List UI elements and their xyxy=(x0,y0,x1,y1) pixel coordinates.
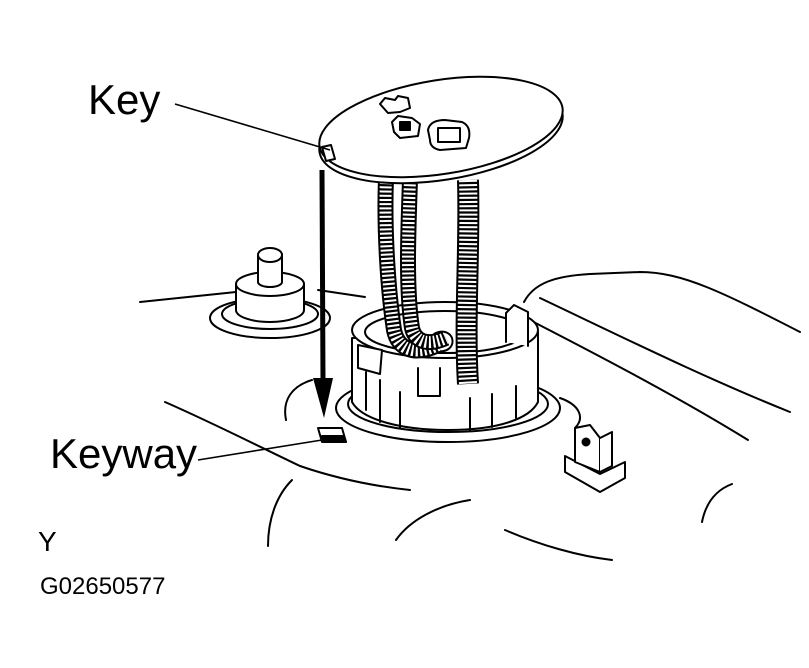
keyway-leader-line xyxy=(197,439,323,461)
connector-large xyxy=(427,119,471,151)
tank-raised-panel-top xyxy=(523,271,801,333)
key-leader-line xyxy=(174,103,331,151)
cap-knob-top xyxy=(257,247,283,263)
tank-top-edge-center xyxy=(317,289,366,298)
tank-top-edge-left xyxy=(139,291,237,303)
hose-middle-outline xyxy=(400,179,450,351)
corrugated-hoses xyxy=(377,177,480,385)
housing-front-tab xyxy=(417,367,441,397)
arrow-head xyxy=(313,378,333,418)
keyway-slot-shadow xyxy=(321,435,347,443)
tank-contour-lower-right xyxy=(504,529,613,561)
tank-slope-left xyxy=(164,401,301,467)
bracket-side xyxy=(599,431,613,473)
tank-body xyxy=(139,271,801,561)
tank-slope-center xyxy=(299,465,411,491)
hose-right-ribs xyxy=(457,179,478,385)
pump-flange xyxy=(318,75,564,185)
arrow-shaft xyxy=(319,169,326,383)
tank-panel-edge-2 xyxy=(539,297,791,413)
tank-panel-edge-1 xyxy=(517,313,749,441)
tank-contour-lower-center xyxy=(395,499,471,541)
tank-cap xyxy=(209,247,331,339)
label-keyway: Keyway xyxy=(50,430,197,477)
tank-contour-lower-left xyxy=(267,479,293,547)
connector-small-1 xyxy=(379,95,411,114)
connector-large-detail xyxy=(437,127,461,143)
tank-boss-outline xyxy=(284,379,581,429)
tank-contour-far-right xyxy=(701,483,733,523)
housing-ribs xyxy=(365,371,517,431)
view-letter: Y xyxy=(38,526,57,557)
housing-tab-left xyxy=(357,344,383,375)
figure-code: G02650577 xyxy=(40,573,165,600)
label-key: Key xyxy=(88,76,160,123)
housing-tab-right xyxy=(505,304,529,347)
hose-left-ribs xyxy=(379,177,441,357)
installation-arrow xyxy=(313,169,333,418)
pump-housing xyxy=(351,301,539,431)
keyway-notch xyxy=(317,427,347,443)
bracket-hole xyxy=(581,437,591,447)
connector-small-2-detail xyxy=(399,121,411,131)
tank-bracket xyxy=(564,424,626,493)
